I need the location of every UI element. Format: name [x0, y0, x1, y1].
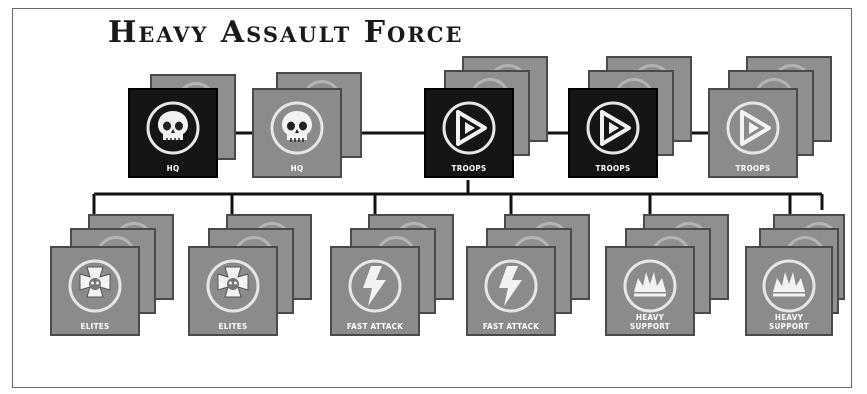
unit-label: HEAVY SUPPORT	[630, 313, 670, 331]
unit-label: TROOPS	[595, 164, 631, 173]
unit-card: FAST ATTACK	[330, 246, 420, 336]
troops-arrow-icon	[725, 100, 781, 160]
lightning-icon	[347, 258, 403, 318]
unit-label: TROOPS	[735, 164, 771, 173]
unit-fast-attack-2: FAST ATTACK	[466, 214, 594, 338]
unit-troops-1: TROOPS	[424, 56, 554, 180]
unit-elites-2: ELITES	[188, 214, 316, 338]
skull-icon	[269, 100, 325, 160]
unit-card: HQ	[128, 88, 218, 178]
unit-troops-3: TROOPS	[708, 56, 838, 180]
diagram-title: Heavy Assault Force	[108, 15, 464, 50]
unit-label: ELITES	[80, 322, 110, 331]
unit-card: ELITES	[188, 246, 278, 336]
unit-troops-2: TROOPS	[568, 56, 698, 180]
unit-card: TROOPS	[708, 88, 798, 178]
troops-arrow-icon	[585, 100, 641, 160]
skull-icon	[145, 100, 201, 160]
unit-card: TROOPS	[568, 88, 658, 178]
unit-label: HQ	[290, 164, 304, 173]
unit-label: FAST ATTACK	[482, 322, 540, 331]
troops-arrow-icon	[441, 100, 497, 160]
unit-hq-2: HQ	[252, 72, 364, 180]
unit-card: HEAVY SUPPORT	[745, 246, 833, 336]
diagram-frame	[12, 8, 852, 388]
unit-heavy-support-1: HEAVY SUPPORT	[605, 214, 733, 338]
unit-label: HQ	[166, 164, 180, 173]
unit-card: HEAVY SUPPORT	[605, 246, 695, 336]
unit-label: FAST ATTACK	[346, 322, 404, 331]
unit-card: TROOPS	[424, 88, 514, 178]
unit-card: ELITES	[50, 246, 140, 336]
unit-card: FAST ATTACK	[466, 246, 556, 336]
unit-fast-attack-1: FAST ATTACK	[330, 214, 458, 338]
lightning-icon	[483, 258, 539, 318]
unit-label: TROOPS	[451, 164, 487, 173]
explosion-icon	[761, 258, 817, 318]
elites-cross-icon	[205, 258, 261, 318]
unit-label: HEAVY SUPPORT	[769, 313, 809, 331]
explosion-icon	[622, 258, 678, 318]
unit-heavy-support-2: HEAVY SUPPORT	[745, 214, 845, 338]
unit-label: ELITES	[218, 322, 248, 331]
elites-cross-icon	[67, 258, 123, 318]
unit-hq-1: HQ	[128, 74, 238, 180]
unit-elites-1: ELITES	[50, 214, 178, 338]
unit-card: HQ	[252, 88, 342, 178]
